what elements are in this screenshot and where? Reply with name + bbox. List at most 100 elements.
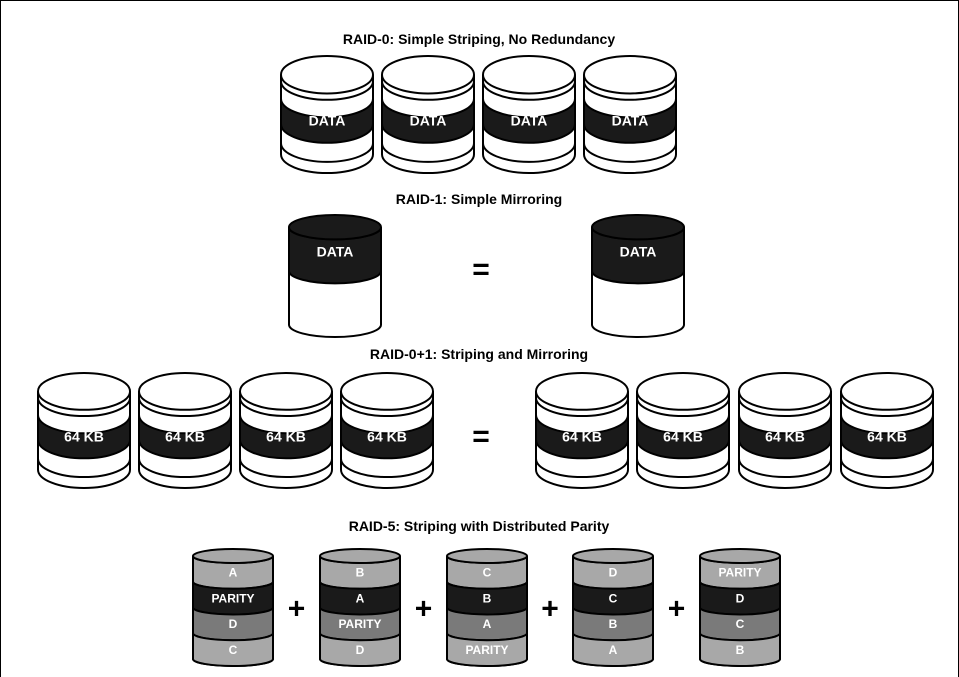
- disk-top-cap: [572, 548, 654, 564]
- disk-divider-line: [482, 143, 576, 163]
- raid01-left-disk-3: 64 KB: [239, 372, 333, 489]
- disk-band-label: B: [483, 591, 492, 605]
- disk-divider-line: [280, 143, 374, 163]
- raid0-disk-4: DATA: [583, 55, 677, 174]
- disk-divider-line: [381, 80, 475, 101]
- disk-band-label: PARITY: [211, 591, 254, 605]
- disk-band-label: DATA: [620, 243, 657, 259]
- disk-data-band: [239, 414, 333, 460]
- disk-data-band: [738, 414, 832, 460]
- raid01-left-disk-1: 64 KB: [37, 372, 131, 489]
- disk-divider-line: [239, 397, 333, 418]
- raid01-title: RAID-0+1: Striping and Mirroring: [370, 346, 588, 362]
- disk-band-label: PARITY: [718, 566, 761, 580]
- disk-top-cap: [482, 55, 576, 95]
- disk-top-cap: [37, 372, 131, 411]
- raid5-plus-sign: +: [288, 593, 306, 626]
- disk-band-label: PARITY: [338, 617, 381, 631]
- raid1-disk-group: DATA DATA: [288, 214, 685, 338]
- disk-top-cap: [699, 548, 781, 564]
- disk-divider-line: [138, 397, 232, 418]
- disk-top-cap: [340, 372, 434, 411]
- disk-top-cap: [239, 372, 333, 411]
- disk-band-label: DATA: [410, 113, 447, 129]
- disk-divider-line: [482, 80, 576, 101]
- raid5-plus-sign: +: [668, 593, 686, 626]
- disk-band-label: C: [736, 617, 745, 631]
- disk-band: [446, 632, 528, 667]
- disk-band-label: 64 KB: [64, 429, 104, 445]
- raid01-right-disk-2: 64 KB: [636, 372, 730, 489]
- disk-band-label: C: [229, 643, 238, 657]
- disk-divider-line: [37, 458, 131, 479]
- raid01-equals-sign: =: [472, 420, 490, 453]
- disk-divider-line: [280, 80, 374, 101]
- disk-data-band: [583, 98, 677, 144]
- disk-band-label: DATA: [612, 113, 649, 129]
- disk-divider-line: [340, 458, 434, 479]
- disk-top-cap: [319, 548, 401, 564]
- raid1-left-disk: DATA: [288, 214, 382, 338]
- disk-data-band: [840, 414, 934, 460]
- raid1-equals-sign: =: [472, 253, 490, 286]
- disk-band-label: A: [229, 566, 238, 580]
- disk-band-label: 64 KB: [867, 429, 907, 445]
- raid0-title: RAID-0: Simple Striping, No Redundancy: [343, 31, 615, 47]
- disk-band-label: B: [736, 643, 745, 657]
- disk-top-cap: [840, 372, 934, 411]
- raid5-disk-5: PARITY DCB: [699, 548, 781, 667]
- disk-top-cap: [192, 548, 274, 564]
- disk-divider-line: [535, 397, 629, 418]
- disk-top-cap: [738, 372, 832, 411]
- disk-band: [319, 632, 401, 667]
- disk-divider-line: [636, 397, 730, 418]
- disk-band: [699, 632, 781, 667]
- disk-band-label: B: [356, 566, 365, 580]
- raid0-disk-1: DATA: [280, 55, 374, 174]
- disk-band-label: 64 KB: [266, 429, 306, 445]
- disk-band-label: 64 KB: [165, 429, 205, 445]
- disk-band: [572, 632, 654, 667]
- disk-band-label: B: [609, 617, 618, 631]
- disk-band-label: A: [609, 643, 618, 657]
- disk-band-label: PARITY: [465, 643, 508, 657]
- disk-divider-line: [583, 80, 677, 101]
- raid0-disk-2: DATA: [381, 55, 475, 174]
- raid01-right-disk-4: 64 KB: [840, 372, 934, 489]
- disk-band-label: DATA: [309, 113, 346, 129]
- raid01-right-disk-1: 64 KB: [535, 372, 629, 489]
- disk-divider-line: [138, 458, 232, 479]
- disk-divider-line: [535, 458, 629, 479]
- disk-divider-line: [381, 143, 475, 163]
- disk-band-label: D: [609, 566, 618, 580]
- raid01-left-disk-2: 64 KB: [138, 372, 232, 489]
- disk-top-cap: [138, 372, 232, 411]
- disk-divider-line: [738, 458, 832, 479]
- disk-top-cap: [280, 55, 374, 95]
- disk-data-band: [280, 98, 374, 144]
- disk-band-label: C: [483, 566, 492, 580]
- raid5-plus-sign: +: [541, 593, 559, 626]
- disk-band-label: A: [356, 591, 365, 605]
- disk-data-band: [138, 414, 232, 460]
- disk-band-label: D: [736, 591, 745, 605]
- disk-top-cap: [636, 372, 730, 411]
- disk-band-label: 64 KB: [765, 429, 805, 445]
- disk-data-band: [381, 98, 475, 144]
- disk-band-label: A: [483, 617, 492, 631]
- raid01-right-disk-3: 64 KB: [738, 372, 832, 489]
- raid5-disk-3: CBA PARITY: [446, 548, 528, 667]
- disk-top-cap: [535, 372, 629, 411]
- disk-divider-line: [37, 397, 131, 418]
- disk-divider-line: [239, 458, 333, 479]
- disk-band-label: 64 KB: [663, 429, 703, 445]
- disk-divider-line: [583, 143, 677, 163]
- disk-top-cap: [583, 55, 677, 95]
- disk-data-band: [482, 98, 576, 144]
